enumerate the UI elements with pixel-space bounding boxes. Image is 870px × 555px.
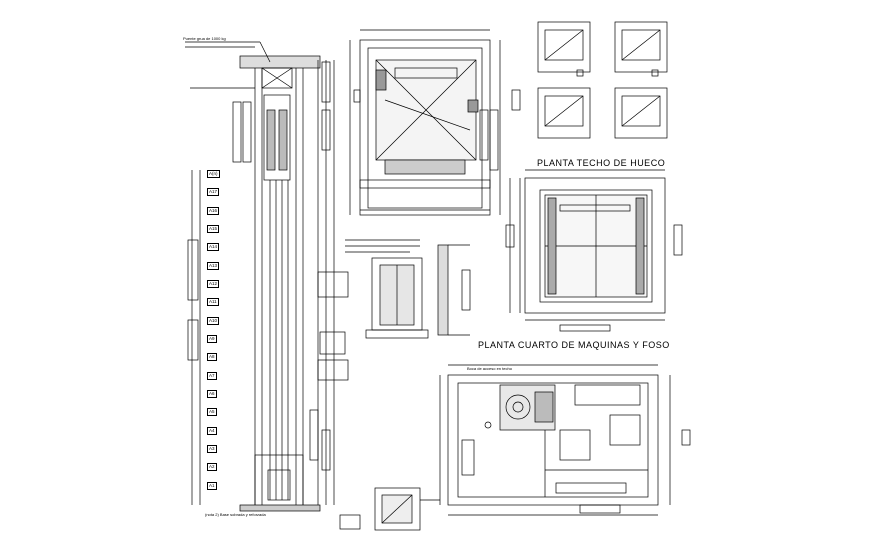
- door-sections: [317, 239, 471, 381]
- car-plan: [349, 29, 521, 216]
- level-label: A4: [207, 426, 217, 435]
- door-details: [537, 21, 668, 139]
- roof-plan: [505, 169, 683, 332]
- note-bottom-left: (nota 2) Base sobrada y reforzada: [205, 512, 266, 517]
- level-label: A7: [207, 371, 217, 380]
- level-label: A17: [207, 188, 220, 197]
- level-label: A16: [207, 206, 220, 215]
- level-label: A15: [207, 225, 220, 233]
- level-label: A12: [207, 280, 220, 288]
- shaft-section: [185, 41, 335, 512]
- level-label: A2: [207, 463, 217, 472]
- level-label: A10: [207, 316, 220, 325]
- machine-room-plan: [439, 364, 691, 516]
- note-machine-room: Boca de acceso en techo: [467, 366, 512, 371]
- machine-room-plan-title: PLANTA CUARTO DE MAQUINAS Y FOSO: [478, 340, 670, 350]
- level-label: A8: [207, 353, 217, 362]
- level-label: A14: [207, 243, 220, 252]
- level-label: A1: [207, 481, 217, 490]
- level-label: A(n): [207, 170, 220, 178]
- level-label: A3: [207, 445, 217, 453]
- roof-plan-title: PLANTA TECHO DE HUECO: [537, 158, 666, 168]
- level-label: A13: [207, 261, 220, 270]
- note-hoist: Puente grua de 1000 kg: [183, 36, 226, 41]
- level-label: A9: [207, 335, 217, 343]
- level-label: A6: [207, 390, 217, 398]
- anchor-detail: [339, 487, 440, 531]
- level-label: A11: [207, 298, 219, 307]
- level-label: A5: [207, 408, 217, 417]
